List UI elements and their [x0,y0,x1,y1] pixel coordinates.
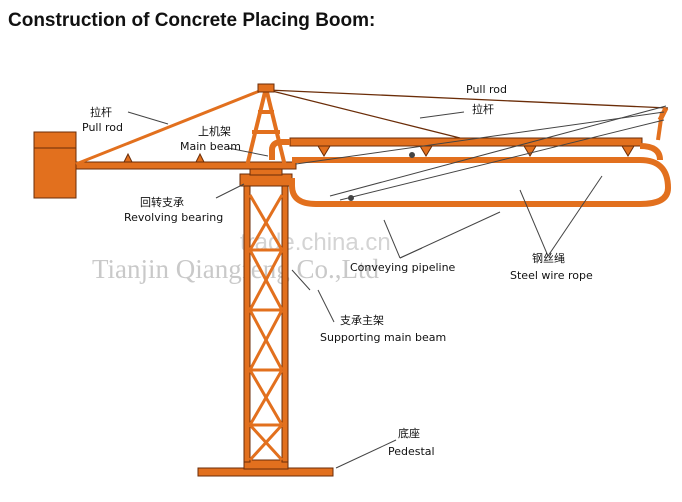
mast-head [245,87,287,167]
label-revolving-en: Revolving bearing [124,211,223,224]
conveying-pipeline [269,106,672,207]
supporting-main-beam-tower [243,184,289,463]
label-pedestal-cn: 底座 [398,426,420,440]
label-supporting-en: Supporting main beam [320,331,446,344]
label-supporting-cn: 支承主架 [340,314,384,327]
label-main-beam-en: Main beam [180,140,241,153]
label-steel-wire-cn: 钢丝绳 [532,251,565,265]
watermark-site: trade.china.cn [240,229,391,256]
label-pull-rod-right-cn: 拉杆 [472,102,494,116]
leader-lines [127,111,603,469]
pull-rod-right [267,89,669,139]
pull-rod-left [75,88,263,166]
label-conveying-pipeline: Conveying pipeline [350,261,456,274]
label-pull-rod-left-en: Pull rod [82,121,123,134]
watermark-company: Tianjin Qiangfeng Co.,Ltd [92,254,379,284]
page-title: Construction of Concrete Placing Boom: [8,10,376,31]
label-pedestal-en: Pedestal [388,445,435,458]
label-revolving-cn: 回转支承 [140,195,184,209]
upper-boom-arm [289,137,643,157]
pedestal [197,459,334,477]
label-main-beam-cn: 上机架 [198,124,231,138]
steel-wire-rope [295,105,667,201]
main-beam [75,152,297,170]
counterweight [33,131,77,199]
mast-head-cap [257,83,275,93]
label-pull-rod-left-cn: 拉杆 [90,105,112,119]
label-pull-rod-right-en: Pull rod [466,83,507,96]
label-steel-wire-en: Steel wire rope [510,269,593,282]
